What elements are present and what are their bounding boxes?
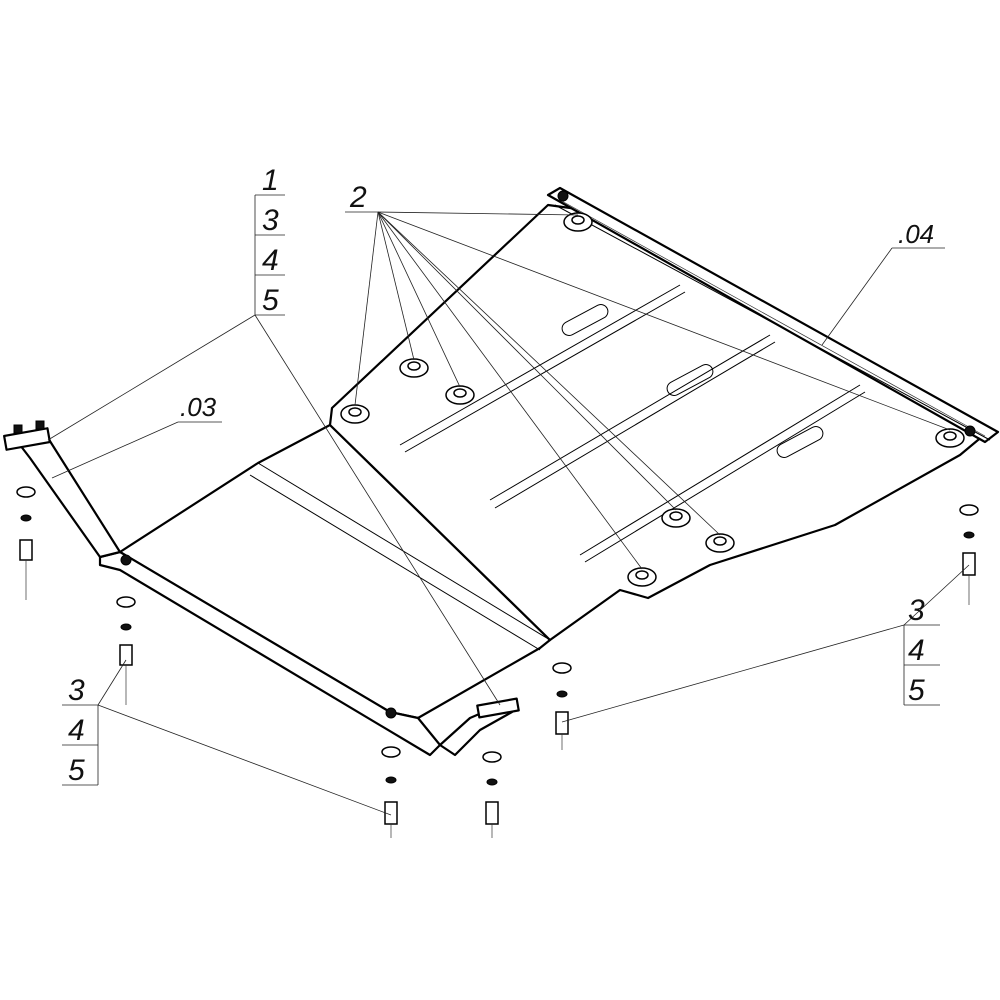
callout-main-3: 3: [262, 204, 279, 237]
fasteners: [16, 486, 979, 838]
left-bracket-part-03: [3, 420, 122, 559]
fastener-front-left: [116, 596, 136, 705]
callout-bushing-2: 2: [349, 181, 367, 214]
fastener-front-2: [482, 751, 502, 838]
callout-part-04: .04: [898, 219, 934, 249]
callout-left-5: 5: [68, 754, 85, 787]
callout-left-4: 4: [68, 714, 85, 747]
callout-right-4: 4: [908, 634, 925, 667]
callout-part-03: .03: [180, 392, 217, 422]
callout-main-5: 5: [262, 284, 279, 317]
skid-plate: [98, 203, 992, 757]
callout-main-1: 1: [262, 164, 279, 197]
callout-main-4: 4: [262, 244, 279, 277]
bushings: [120, 190, 976, 719]
front-bracket: [438, 697, 520, 757]
callout-labels: 1 3 4 5 2 .03 .04 3 4 5 3 4 5: [68, 164, 934, 787]
fastener-right: [959, 504, 979, 605]
rear-rail-part-04: [546, 186, 1000, 444]
fastener-left: [16, 486, 36, 600]
leader-lines: [47, 194, 970, 816]
fastener-mid: [552, 662, 572, 750]
callout-left-3: 3: [68, 674, 85, 707]
fastener-front-1: [381, 746, 401, 838]
callout-right-5: 5: [908, 674, 925, 707]
callout-right-3: 3: [908, 594, 925, 627]
